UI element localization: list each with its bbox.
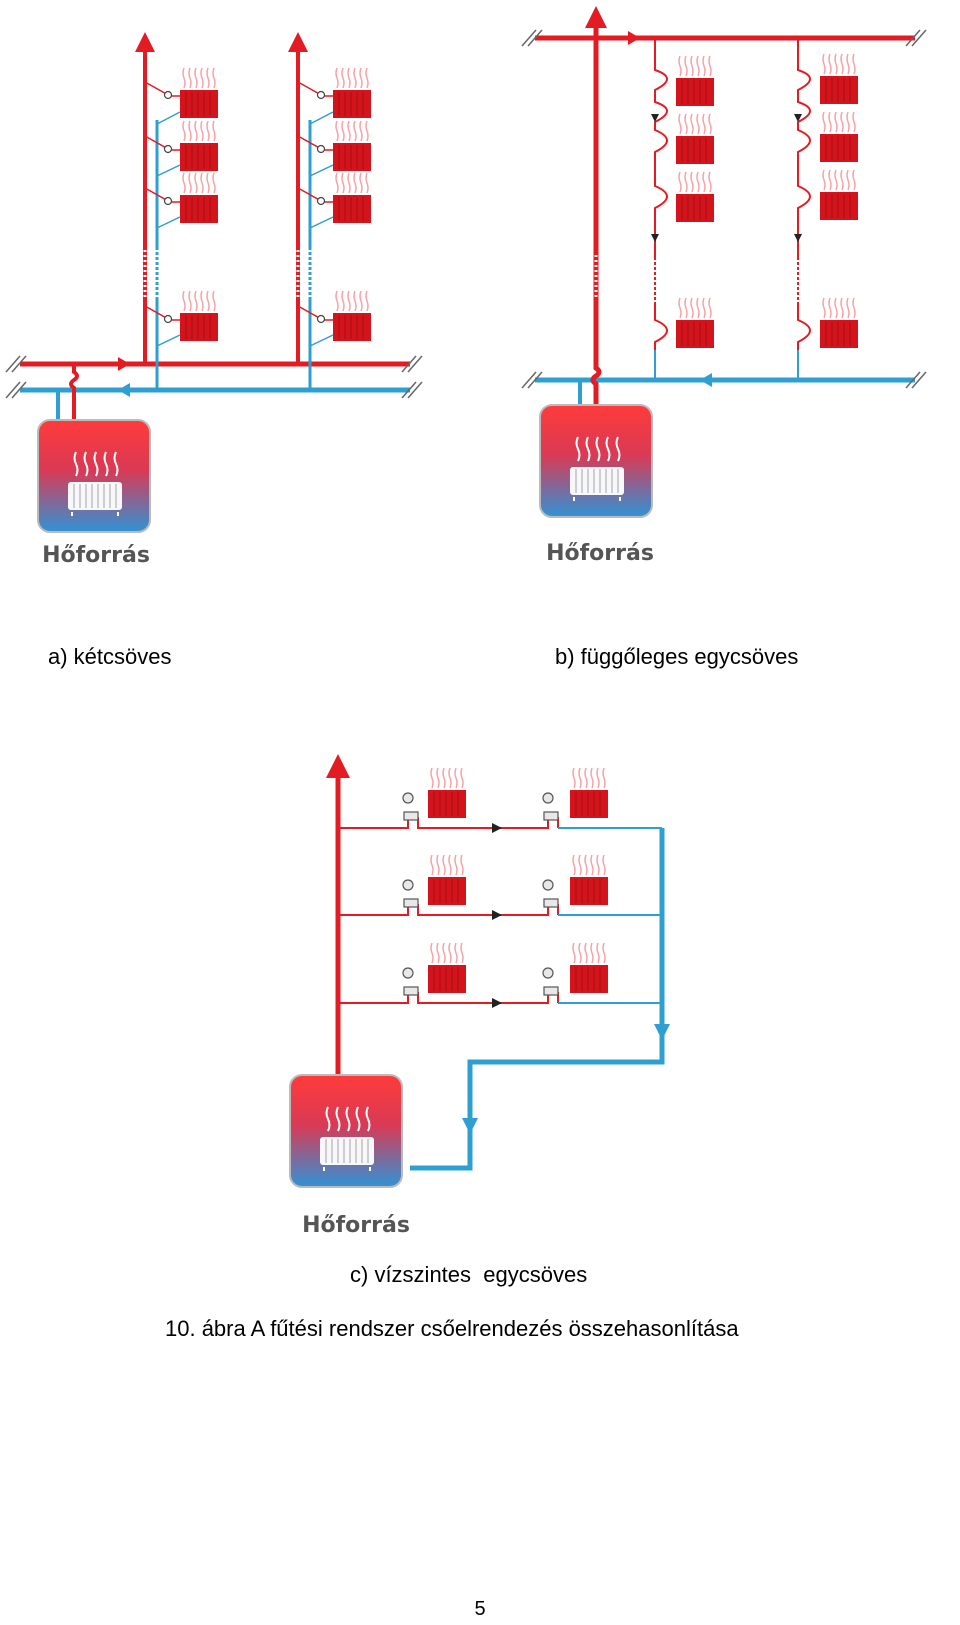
heat-source-icon xyxy=(539,404,653,518)
radiator xyxy=(179,67,219,342)
caption-a: a) kétcsöves xyxy=(48,644,172,669)
up-arrow-icon xyxy=(585,6,607,28)
page-number: 5 xyxy=(474,1598,486,1620)
heat-source-label: Hőforrás xyxy=(546,541,654,566)
radiator xyxy=(675,53,859,349)
up-arrow-icon xyxy=(288,32,308,52)
heat-source-label: Hőforrás xyxy=(42,543,150,568)
flow-arrow-icon xyxy=(700,373,712,387)
flow-arrow-icon xyxy=(118,383,130,397)
caption-b: b) függőleges egycsöves xyxy=(555,644,799,669)
heat-source-label: Hőforrás xyxy=(302,1213,410,1238)
flow-arrow-icon xyxy=(118,357,130,371)
down-arrow-icon xyxy=(462,1118,478,1134)
radiator xyxy=(427,767,609,994)
flow-arrow-icon xyxy=(628,31,640,45)
up-arrow-icon xyxy=(326,754,350,778)
up-arrow-icon xyxy=(135,32,155,52)
supply-riser xyxy=(590,24,602,410)
return-pipe xyxy=(410,828,665,1171)
heat-source-icon xyxy=(289,1074,403,1188)
diagram-a-two-pipe: Hőforrás xyxy=(5,32,423,568)
down-arrow-icon xyxy=(654,1024,670,1040)
caption-c: c) vízszintes egycsöves xyxy=(350,1262,588,1287)
radiator xyxy=(332,67,372,342)
diagram-c-horizontal-single-pipe: Hőforrás xyxy=(289,754,670,1238)
diagram-b-vertical-single-pipe: Hőforrás xyxy=(521,6,927,566)
figure-caption: 10. ábra A fűtési rendszer csőelrendezés… xyxy=(165,1316,739,1341)
heat-source-icon xyxy=(37,419,151,533)
